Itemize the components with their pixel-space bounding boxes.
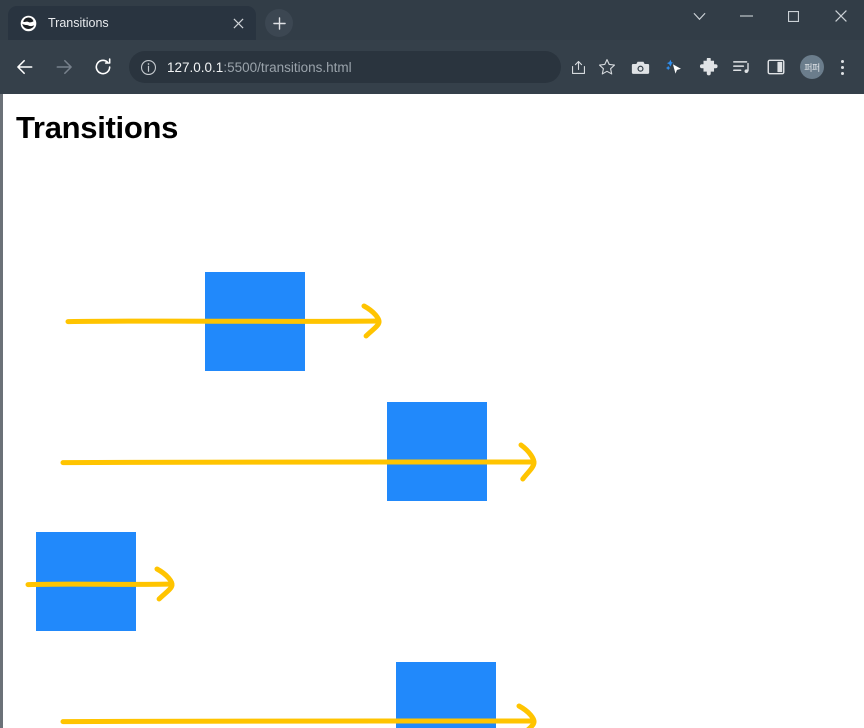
three-dots-icon-dot-1 xyxy=(840,59,844,63)
page-title: Transitions xyxy=(16,110,179,145)
maximize-button[interactable] xyxy=(770,0,817,32)
tab-close-icon[interactable] xyxy=(228,13,248,33)
side-panel-icon xyxy=(767,59,785,75)
url-path: :5500/transitions.html xyxy=(223,59,352,75)
list-music-icon xyxy=(733,61,749,73)
url-host: 127.0.0.1 xyxy=(167,59,224,75)
close-window-button[interactable] xyxy=(817,0,864,32)
reload-button[interactable] xyxy=(86,50,120,84)
motion-box[interactable] xyxy=(387,402,487,501)
star-icon xyxy=(598,59,616,75)
side-panel-button[interactable] xyxy=(761,52,791,82)
close-icon xyxy=(232,17,244,29)
arrow-shaft xyxy=(25,581,174,588)
three-dots-icon-dot-3 xyxy=(840,71,844,75)
minimize-button[interactable] xyxy=(723,0,770,32)
transition-stage xyxy=(3,94,864,728)
tab-search-button[interactable] xyxy=(676,0,723,32)
url-text: 127.0.0.1:5500/transitions.html xyxy=(167,60,352,75)
new-tab-button[interactable] xyxy=(265,9,293,37)
profile-avatar[interactable]: 퍼퍼 xyxy=(800,55,824,79)
tab-strip-left-padding xyxy=(0,0,8,40)
address-bar[interactable]: 127.0.0.1:5500/transitions.html xyxy=(129,51,561,83)
profile-initials: 퍼퍼 xyxy=(804,62,820,73)
share-button[interactable] xyxy=(564,53,592,81)
reload-icon xyxy=(95,58,111,75)
share-icon xyxy=(571,60,585,74)
three-dots-icon-dot-2 xyxy=(840,65,844,69)
arrow-head xyxy=(516,703,537,728)
tab-strip: Transitions xyxy=(0,0,864,40)
arrow-shaft xyxy=(60,718,536,725)
browser-tab-title: Transitions xyxy=(48,16,109,30)
motion-arrow xyxy=(65,303,382,339)
motion-box[interactable] xyxy=(396,662,496,728)
motion-arrow xyxy=(25,566,175,602)
puzzle-piece-icon xyxy=(699,57,718,75)
minimize-icon xyxy=(740,15,753,17)
motion-box[interactable] xyxy=(36,532,136,631)
info-circle-glyph xyxy=(140,59,157,75)
close-icon xyxy=(834,10,847,22)
arrow-left-icon xyxy=(17,59,33,75)
chrome-menu-button[interactable] xyxy=(829,52,855,82)
info-circle-icon[interactable] xyxy=(140,59,157,76)
motion-arrow xyxy=(60,703,537,728)
bookmark-button[interactable] xyxy=(593,53,621,81)
click-helper-button[interactable] xyxy=(659,52,689,82)
arrow-head xyxy=(518,442,537,482)
cursor-sparkle-icon xyxy=(665,59,683,76)
forward-button[interactable] xyxy=(47,50,81,84)
arrow-right-icon xyxy=(56,59,72,75)
chevron-down-icon xyxy=(693,12,706,20)
plus-icon xyxy=(272,16,286,30)
live-server-globe-icon xyxy=(20,15,37,31)
playlist-button[interactable] xyxy=(727,52,757,82)
arrow-shaft xyxy=(65,318,381,325)
arrow-head xyxy=(361,303,382,339)
window-controls xyxy=(676,0,864,32)
back-button[interactable] xyxy=(8,50,42,84)
camera-icon xyxy=(631,61,649,74)
extensions-button[interactable] xyxy=(693,52,723,82)
page-viewport: Transitions xyxy=(0,94,864,728)
browser-tab-transitions[interactable]: Transitions xyxy=(8,6,256,40)
browser-toolbar: 127.0.0.1:5500/transitions.html xyxy=(0,40,864,94)
arrow-shaft xyxy=(60,459,536,466)
motion-arrow xyxy=(60,442,537,482)
maximize-icon xyxy=(788,10,799,22)
arrow-head xyxy=(154,566,175,602)
screenshot-button[interactable] xyxy=(625,52,655,82)
